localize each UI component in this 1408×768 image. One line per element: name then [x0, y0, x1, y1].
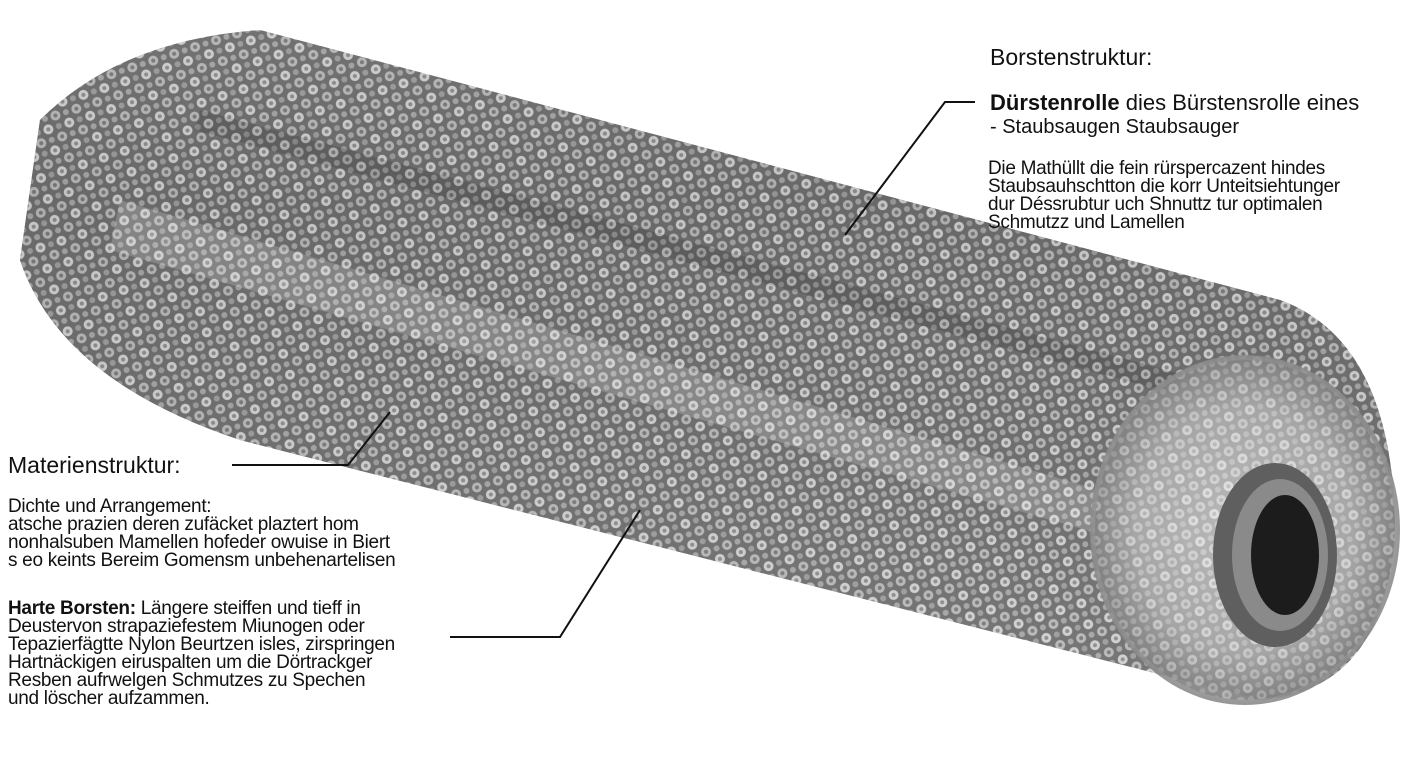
bristles-bold: Harte Borsten: [8, 598, 136, 619]
density-line: s eo keints Bereim Gomensm unbehenarteli… [8, 550, 396, 571]
right-desc-line: Schmutzz und Lamellen [988, 212, 1185, 233]
callout-line-right [844, 101, 975, 236]
right-desc-line: dur Déssrubtur uch Shnuttz tur optimalen [988, 194, 1323, 215]
density-block: Dichte und Arrangement: atsche prazien d… [8, 496, 396, 571]
roll-title-line-2: - Staubsaugen Staubsauger [990, 116, 1240, 138]
roll-title-bold: Dürstenrolle [990, 90, 1120, 115]
bristles-line: Tepazierfägtte Nylon Beurtzen isles, zir… [8, 634, 395, 655]
callout-line-borsten [450, 509, 641, 638]
density-line: Dichte und Arrangement: [8, 496, 212, 517]
bristles-line: und löscher aufzammen. [8, 688, 210, 709]
right-description: Die Mathüllt die fein rürspercazent hind… [988, 158, 1340, 233]
density-line: atsche prazien deren zufäcket plaztert h… [8, 514, 359, 535]
roll-title-line: Dürstenrolle dies Bürstensrolle eines [990, 92, 1359, 114]
right-desc-line: Die Mathüllt die fein rürspercazent hind… [988, 158, 1325, 179]
core-tube [1213, 463, 1337, 647]
density-line: nonhalsuben Mamellen hofeder owuise in B… [8, 532, 390, 553]
callout-line-materien [232, 411, 391, 466]
right-heading: Borstenstruktur: [990, 44, 1153, 70]
bristles-line: Hartnäckigen eiruspalten um die Dörtrack… [8, 652, 373, 673]
brush-roll-body [20, 30, 1395, 700]
right-desc-line: Staubsauhschtton die korr Unteitsiehtung… [988, 176, 1340, 197]
bristles-block: Harte Borsten: Längere steiffen und tief… [8, 598, 395, 709]
roll-title-rest: dies Bürstensrolle eines [1125, 90, 1360, 115]
left-heading: Materienstruktur: [8, 452, 181, 478]
bristles-line: Resben aufrwelgen Schmutzes zu Spechen [8, 670, 366, 691]
bristles-line: Deustervon strapaziefestem Miunogen oder [8, 616, 365, 637]
bristles-rest: Längere steiffen und tieff in [140, 598, 361, 619]
bristles-line-first: Harte Borsten: Längere steiffen und tief… [8, 598, 395, 619]
